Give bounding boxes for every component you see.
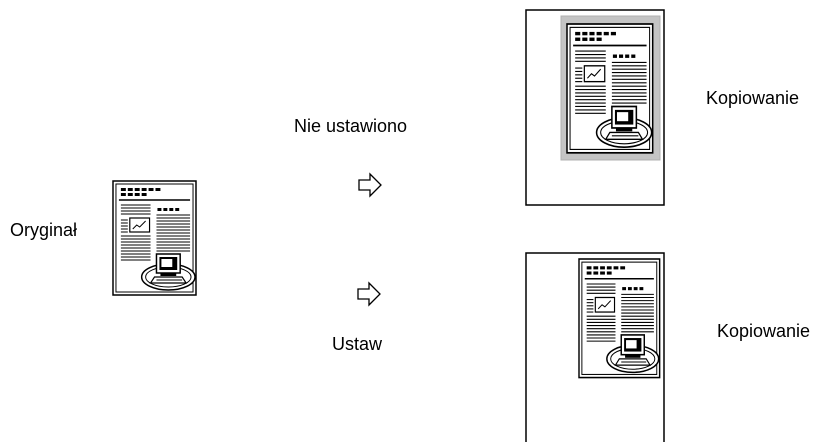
set-label: Ustaw [332,334,383,354]
copied-document-with-frame [566,23,654,154]
original-document [112,180,197,296]
arrow-set-icon [357,282,381,306]
copy-result-not-set [525,9,665,206]
original-label: Oryginał [10,220,78,240]
copy-result-set [525,252,665,442]
copy-label-top: Kopiowanie [706,88,800,108]
copy-label-bottom: Kopiowanie [717,321,811,341]
copied-document-without-frame [578,258,661,379]
arrow-not-set-icon [358,173,382,197]
not-set-label: Nie ustawiono [294,116,408,136]
